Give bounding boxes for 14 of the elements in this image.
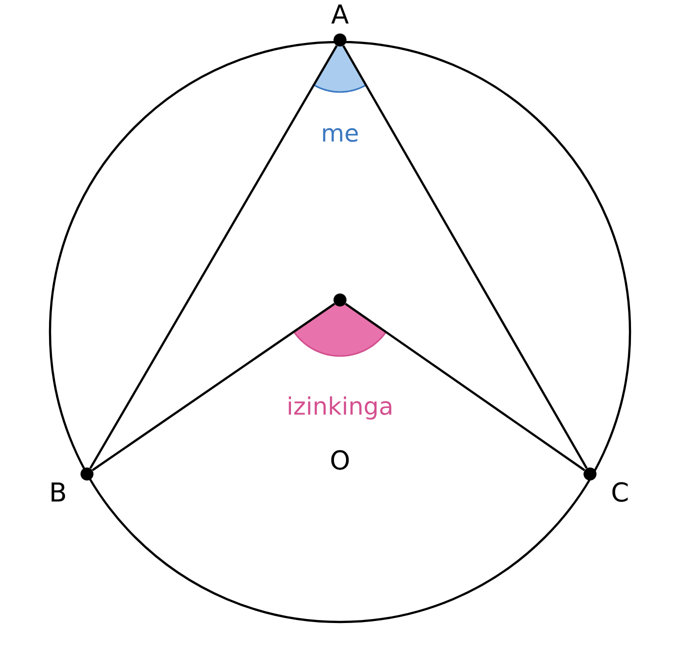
line-segment: [344, 302, 586, 472]
point-label: C: [612, 482, 628, 502]
line-segment: [92, 302, 336, 472]
point-label: A: [331, 4, 349, 24]
line-segment: [342, 45, 588, 469]
angle-label: izinkinga: [288, 396, 392, 420]
point: [584, 468, 596, 480]
point-label: B: [52, 482, 66, 502]
point: [334, 294, 346, 306]
point: [80, 468, 94, 480]
point-label: O: [331, 450, 349, 470]
point: [334, 34, 346, 46]
line-segment: [89, 45, 338, 469]
angle-label: me: [323, 128, 358, 142]
